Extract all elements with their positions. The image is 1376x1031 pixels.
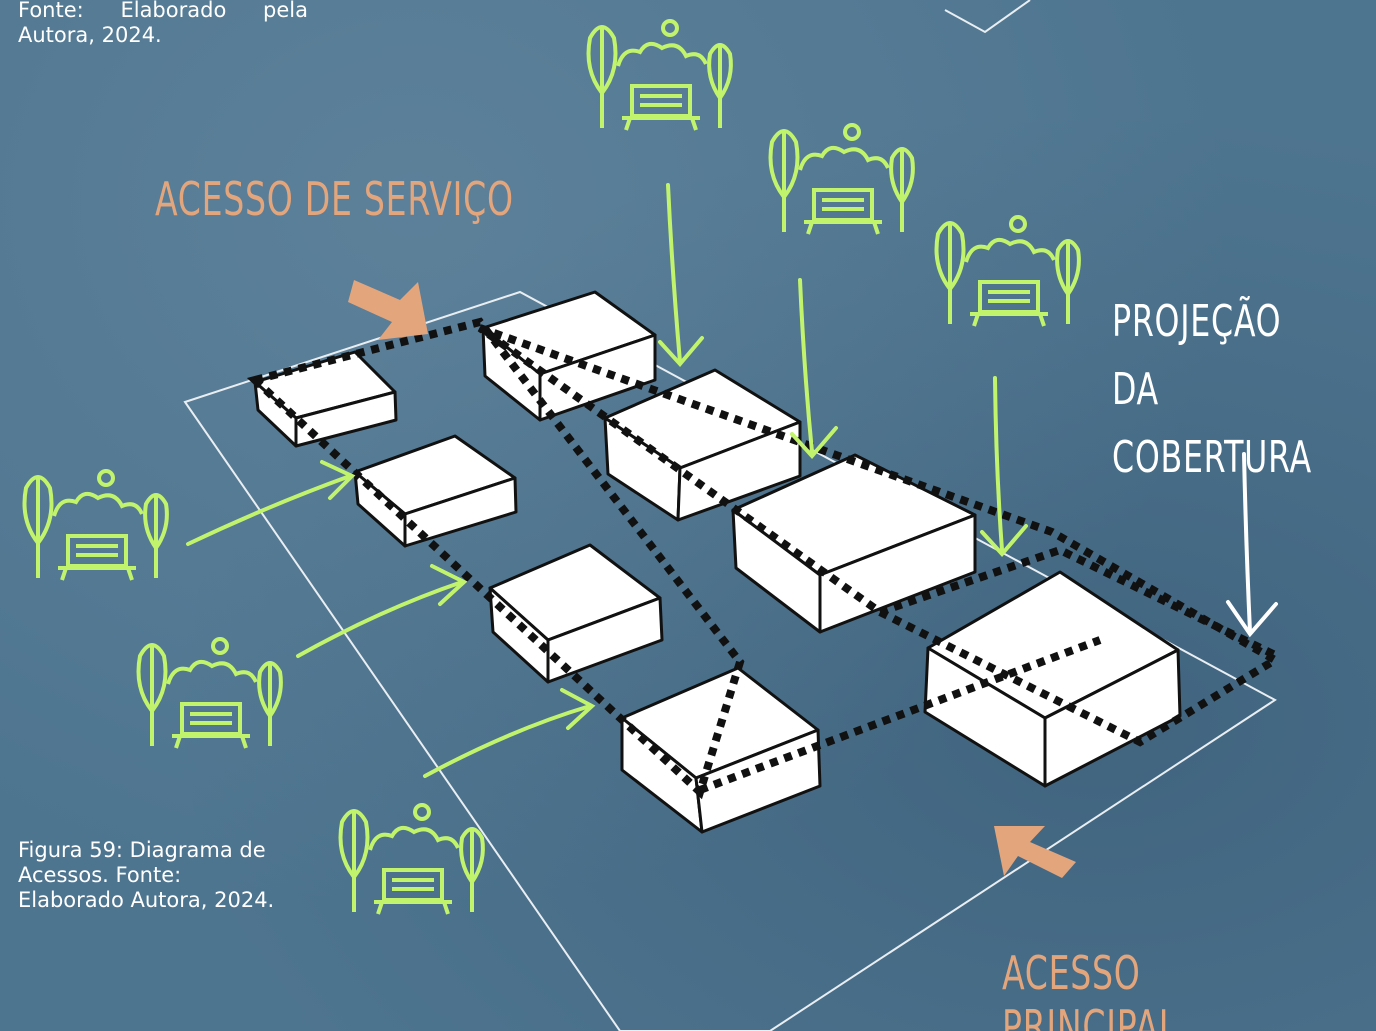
park-bench-trees-icon xyxy=(934,215,1081,328)
arrow-top-3-head xyxy=(980,524,1028,558)
roof-projection-left xyxy=(246,317,745,800)
arrow-top-3 xyxy=(993,376,1004,552)
volume-1 xyxy=(253,350,398,448)
arrow-left-2-head xyxy=(430,564,468,606)
volume-3 xyxy=(353,434,518,548)
source-caption-top: Fonte: Elaborado pela Autora, 2024. xyxy=(18,0,308,47)
roof-projection xyxy=(246,317,1283,800)
volume-6 xyxy=(731,453,977,634)
roof-label-arrow xyxy=(1226,452,1278,638)
arrow-left-1 xyxy=(186,474,352,546)
park-bench-trees-icon xyxy=(338,803,485,916)
park-bench-trees-icon xyxy=(768,123,915,236)
service-access-arrow-icon xyxy=(348,280,428,340)
park-access-arrows xyxy=(186,183,1028,778)
arrow-top-2 xyxy=(798,278,814,454)
site-outline-top xyxy=(944,0,1031,34)
roof-projection-bottom-edge xyxy=(878,545,1277,659)
volume-4 xyxy=(603,368,802,522)
roof-projection-label: PROJEÇÃO DA COBERTURA xyxy=(1112,288,1312,492)
main-access-arrow-icon xyxy=(994,826,1076,878)
roof-projection-connector xyxy=(698,636,1102,794)
arrow-left-2 xyxy=(296,580,464,658)
roof-projection-label-line2: COBERTURA xyxy=(1112,432,1312,483)
figure-caption: Figura 59: Diagrama de Acessos. Fonte: E… xyxy=(18,838,275,912)
service-access-label: ACESSO DE SERVIÇO xyxy=(155,172,514,226)
arrow-top-1 xyxy=(666,183,682,364)
main-access-label: ACESSO PRINCIPAL xyxy=(1002,946,1178,1031)
volume-5 xyxy=(488,543,664,684)
volume-8 xyxy=(923,570,1182,788)
arrow-left-3 xyxy=(423,704,592,778)
site-outline xyxy=(183,290,1277,1031)
arrow-top-1-head xyxy=(658,336,704,368)
building-volumes xyxy=(253,290,1182,834)
arrow-top-2-head xyxy=(790,426,838,460)
park-bench-trees-icon xyxy=(586,19,733,132)
arrow-left-3-head xyxy=(560,688,596,730)
park-bench-trees-icon xyxy=(136,637,283,750)
roof-projection-label-line1: PROJEÇÃO DA xyxy=(1112,296,1282,415)
park-bench-trees-icon xyxy=(22,469,169,582)
arrow-left-1-head xyxy=(320,460,356,500)
